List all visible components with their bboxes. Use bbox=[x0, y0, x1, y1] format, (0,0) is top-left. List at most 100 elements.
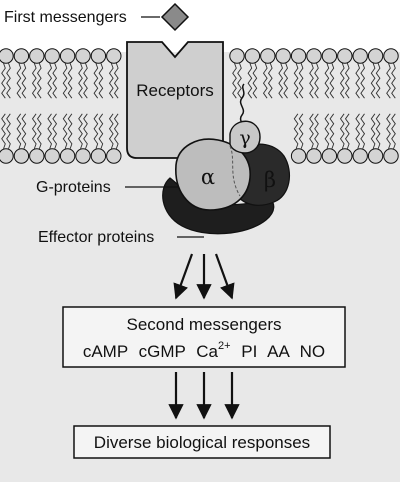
arrow-to-second-messengers-right bbox=[214, 253, 235, 300]
lipid-bilayer-membrane bbox=[0, 48, 399, 164]
phospholipid-head bbox=[0, 48, 14, 64]
phospholipid-head bbox=[13, 148, 30, 164]
messenger-item-cgmp: cGMP bbox=[139, 342, 186, 361]
phospholipid-head bbox=[352, 148, 368, 164]
beta-symbol: β bbox=[264, 168, 276, 192]
lipid-tail bbox=[47, 113, 53, 149]
lipid-tails-inner-leaflet bbox=[1, 113, 396, 149]
lipid-tail bbox=[329, 113, 335, 149]
lipid-tail bbox=[262, 63, 268, 99]
subunit-boundary-line bbox=[229, 145, 241, 197]
phospholipid-head bbox=[275, 48, 291, 64]
phospholipid-head bbox=[106, 48, 122, 64]
phospholipid-head bbox=[290, 148, 307, 164]
phospholipid-head bbox=[306, 148, 322, 164]
lipid-tail bbox=[47, 63, 53, 99]
phospholipid-head bbox=[44, 48, 60, 64]
lipid-tail bbox=[386, 63, 391, 99]
phospholipid-head bbox=[75, 148, 91, 164]
lipid-tail bbox=[98, 113, 104, 149]
phospholipid-head bbox=[59, 48, 76, 64]
lipid-tail bbox=[360, 113, 366, 149]
phospholipid-head bbox=[75, 48, 91, 64]
messenger-item-pi: PI bbox=[241, 342, 257, 361]
lipid-tail bbox=[386, 113, 391, 149]
gamma-symbol: γ bbox=[239, 127, 250, 149]
messenger-item-camp: cAMP bbox=[83, 342, 128, 361]
phospholipid-heads-outer bbox=[0, 48, 399, 64]
lipid-tail bbox=[360, 63, 366, 99]
lipid-tail bbox=[78, 113, 83, 149]
alpha-symbol: α bbox=[201, 165, 215, 189]
lipid-tail bbox=[83, 113, 88, 149]
lipid-tail bbox=[16, 63, 22, 99]
lipid-tail bbox=[344, 113, 350, 149]
phospholipid-head bbox=[367, 148, 384, 164]
lipid-tail bbox=[339, 63, 345, 99]
phospholipid-head bbox=[106, 148, 122, 164]
phospholipid-head bbox=[13, 48, 30, 64]
lipid-tails-outer-leaflet bbox=[1, 63, 396, 99]
g-protein-gamma-subunit bbox=[229, 120, 261, 154]
messenger-item-no: NO bbox=[300, 342, 326, 361]
lipid-tail bbox=[391, 63, 396, 99]
lipid-tail bbox=[67, 113, 73, 149]
lipid-tail bbox=[1, 113, 6, 149]
second-messengers-box bbox=[62, 306, 346, 368]
lipid-tail bbox=[21, 63, 27, 99]
lipid-tail bbox=[62, 113, 68, 149]
phospholipid-head bbox=[337, 48, 353, 64]
lipid-tail bbox=[52, 63, 58, 99]
lipid-tail bbox=[113, 63, 119, 99]
lipid-tail bbox=[309, 63, 314, 99]
lipid-tail bbox=[21, 113, 27, 149]
lipid-tail bbox=[247, 63, 253, 99]
lipid-tail bbox=[293, 113, 299, 149]
phospholipid-head bbox=[90, 48, 107, 64]
lipid-tail bbox=[113, 113, 119, 149]
lipid-tail bbox=[267, 63, 273, 99]
phospholipid-head bbox=[321, 48, 338, 64]
lipid-tail bbox=[252, 63, 258, 99]
lipid-tail bbox=[108, 63, 114, 99]
lipid-tail bbox=[31, 63, 37, 99]
lipid-tail bbox=[232, 63, 237, 99]
g-protein-alpha-subunit bbox=[175, 138, 251, 211]
phospholipid-head bbox=[90, 148, 107, 164]
first-messengers-label: First messengers bbox=[4, 9, 127, 26]
lipid-tail bbox=[375, 113, 381, 149]
lipid-tail bbox=[67, 63, 73, 99]
lipid-tail bbox=[339, 113, 345, 149]
lipid-tail bbox=[283, 63, 289, 99]
lipid-tail bbox=[237, 63, 242, 99]
phospholipid-head bbox=[306, 48, 322, 64]
lipid-tail bbox=[278, 63, 284, 99]
phospholipid-head bbox=[352, 48, 368, 64]
lipid-tail bbox=[93, 63, 99, 99]
phospholipid-head bbox=[383, 148, 399, 164]
phospholipid-head bbox=[244, 48, 261, 64]
lipid-tail bbox=[52, 113, 58, 149]
phospholipid-head bbox=[260, 48, 276, 64]
lipid-tail bbox=[329, 63, 335, 99]
g-proteins-label: G-proteins bbox=[36, 179, 111, 196]
phospholipid-head bbox=[0, 148, 14, 164]
lipid-tail bbox=[344, 63, 350, 99]
lipid-tail bbox=[108, 113, 114, 149]
biological-responses-label: Diverse biological responses bbox=[94, 433, 310, 452]
arrow-to-second-messengers-left bbox=[173, 253, 194, 300]
lipid-tail bbox=[298, 63, 304, 99]
phospholipid-head bbox=[383, 48, 399, 64]
effector-proteins-label: Effector proteins bbox=[38, 229, 154, 246]
second-messengers-list: cAMP cGMP Ca2+ PI AA NO bbox=[83, 334, 325, 361]
lipid-tail bbox=[355, 63, 361, 99]
first-messenger-diamond-icon bbox=[160, 2, 190, 32]
phospholipid-head bbox=[229, 48, 245, 64]
lipid-tail bbox=[391, 113, 396, 149]
lipid-tail bbox=[314, 113, 319, 149]
lipid-tail bbox=[16, 113, 22, 149]
messenger-item-aa: AA bbox=[267, 342, 290, 361]
lipid-tail bbox=[36, 113, 42, 149]
lipid-tail bbox=[83, 63, 88, 99]
